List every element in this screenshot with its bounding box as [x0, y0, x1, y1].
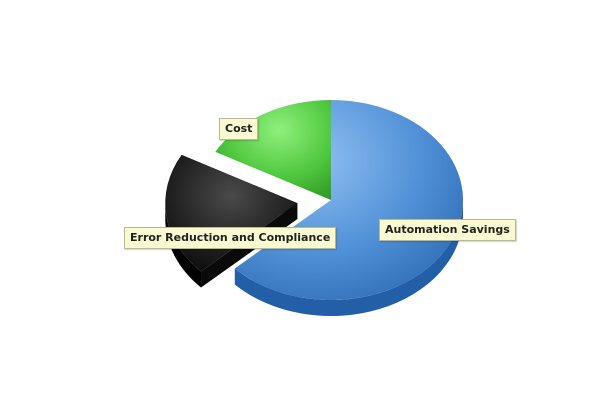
slice-label-error-reduction: Error Reduction and Compliance	[124, 227, 337, 249]
slice-side-error-reduction-and-compliance	[165, 203, 202, 288]
slice-automation-savings	[234, 100, 464, 300]
slice-side-automation-savings	[234, 200, 463, 316]
slice-label-cost: Cost	[219, 118, 259, 140]
slice-label-automation-savings: Automation Savings	[379, 219, 516, 241]
